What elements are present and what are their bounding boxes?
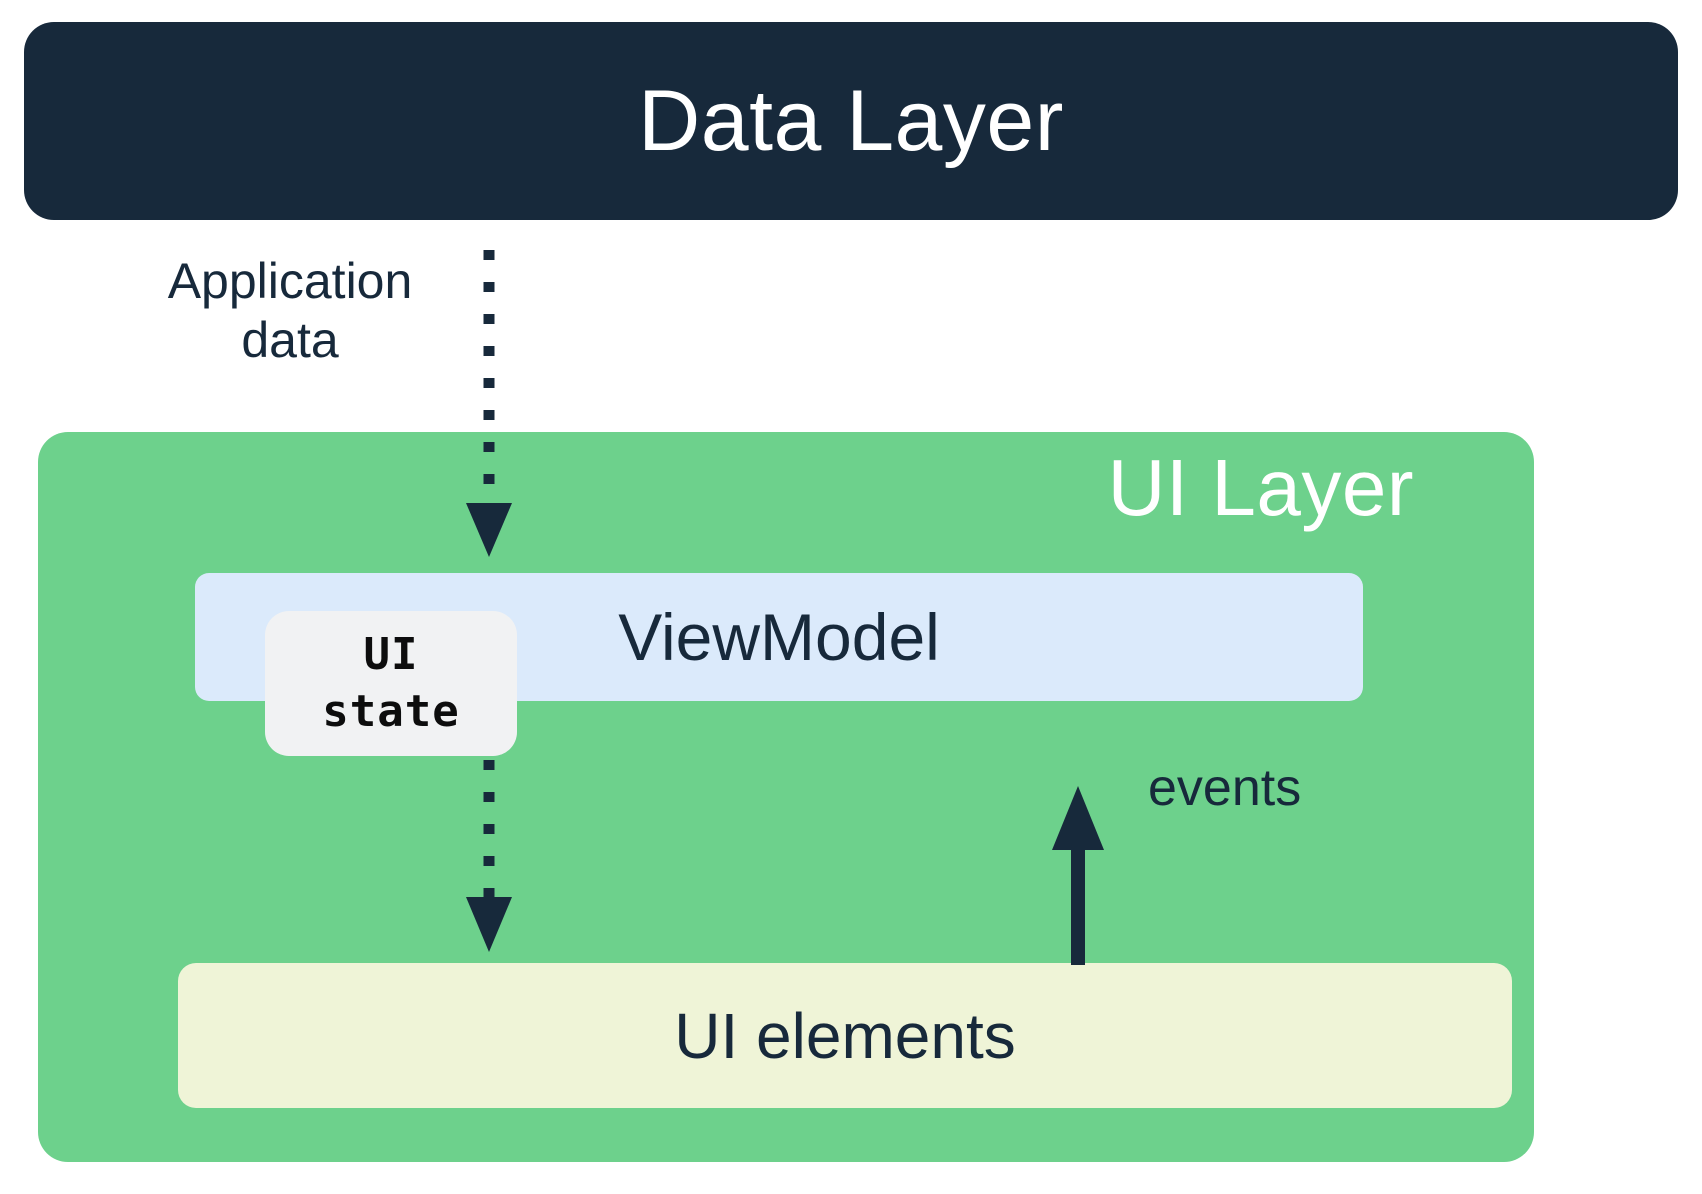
- viewmodel-label: ViewModel: [618, 600, 940, 674]
- data-layer-box[interactable]: Data Layer: [24, 22, 1678, 220]
- ui-layer-label: UI Layer: [1107, 443, 1414, 532]
- application-data-label: Application data: [120, 252, 460, 370]
- ui-state-line-1: UI: [363, 629, 419, 681]
- events-label: events: [1148, 759, 1302, 817]
- ui-elements-box[interactable]: UI elements: [178, 963, 1512, 1108]
- ui-state-line-2: state: [322, 685, 460, 737]
- data-layer-label: Data Layer: [638, 73, 1064, 169]
- ui-elements-label: UI elements: [674, 999, 1016, 1072]
- application-data-label-line2: data: [241, 312, 339, 368]
- application-data-label-line1: Application: [167, 253, 413, 309]
- ui-state-chip[interactable]: UI state: [265, 611, 517, 756]
